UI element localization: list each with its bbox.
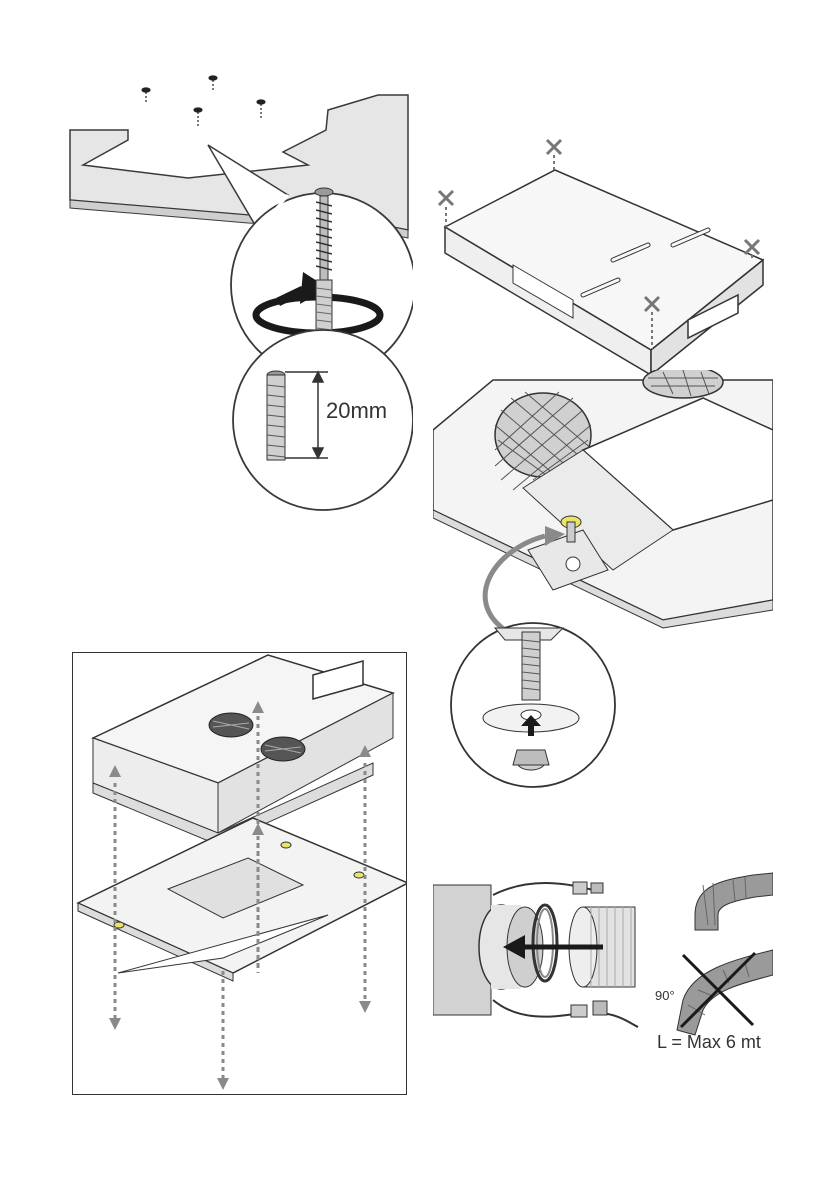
ceiling-screw-illustration: 20mm: [68, 70, 413, 520]
hose-clamp-icon: [533, 905, 557, 981]
figure-panel-assembly: [72, 652, 407, 1095]
figure-ceiling-screw: 20mm: [68, 70, 413, 520]
duct-connection-illustration: 90°: [433, 855, 773, 1060]
screw-icon: [142, 76, 265, 126]
duct-length-label: L = Max 6 mt: [657, 1032, 761, 1053]
panel-assembly-illustration: [73, 653, 406, 1094]
hood-box-illustration: [433, 135, 773, 385]
bolt-fixing-illustration: [433, 370, 773, 790]
angle-label: 90°: [655, 988, 675, 1003]
figure-hood-fixing-points: [433, 135, 773, 385]
duct-bend-icon: [677, 873, 773, 1035]
figure-bolt-fixing: [433, 370, 773, 790]
dimension-label: 20mm: [326, 398, 387, 423]
anchor-plug-icon: [267, 371, 285, 460]
figure-duct-connection: 90° L = Max 6 mt: [433, 855, 773, 1060]
